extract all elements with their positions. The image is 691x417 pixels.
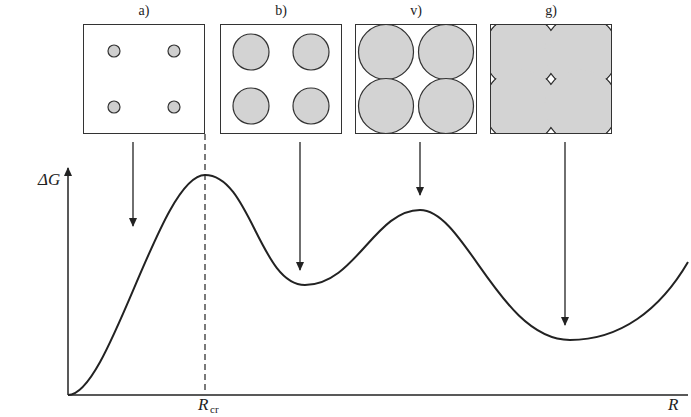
panel-label: g): [490, 2, 612, 20]
energy-curve: [68, 175, 688, 395]
merged-grains: [490, 24, 612, 134]
panel-frame: [220, 24, 342, 134]
nuclei: [108, 45, 180, 113]
touching-grains: [359, 25, 474, 134]
axis-label: cr: [210, 403, 219, 415]
panel-label: a): [83, 2, 205, 20]
critical-line: [204, 134, 205, 393]
panel-label: b): [220, 2, 342, 20]
stage-panel: g): [490, 2, 612, 134]
panel-frame: [355, 24, 477, 134]
grown-nuclei: [233, 34, 329, 124]
stage-panel: a): [83, 2, 205, 134]
axis-label: R: [668, 395, 678, 415]
stage-panel: v): [355, 2, 477, 134]
stage-panel: b): [220, 2, 342, 134]
panel-frame: [490, 24, 612, 134]
axis-label: R: [198, 395, 208, 415]
pointer-arrows: [133, 142, 565, 325]
x-axis: [68, 394, 688, 396]
panel-label: v): [355, 2, 477, 20]
axis-label: ΔG: [38, 170, 60, 190]
y-axis: [67, 168, 69, 395]
panel-frame: [83, 24, 205, 134]
